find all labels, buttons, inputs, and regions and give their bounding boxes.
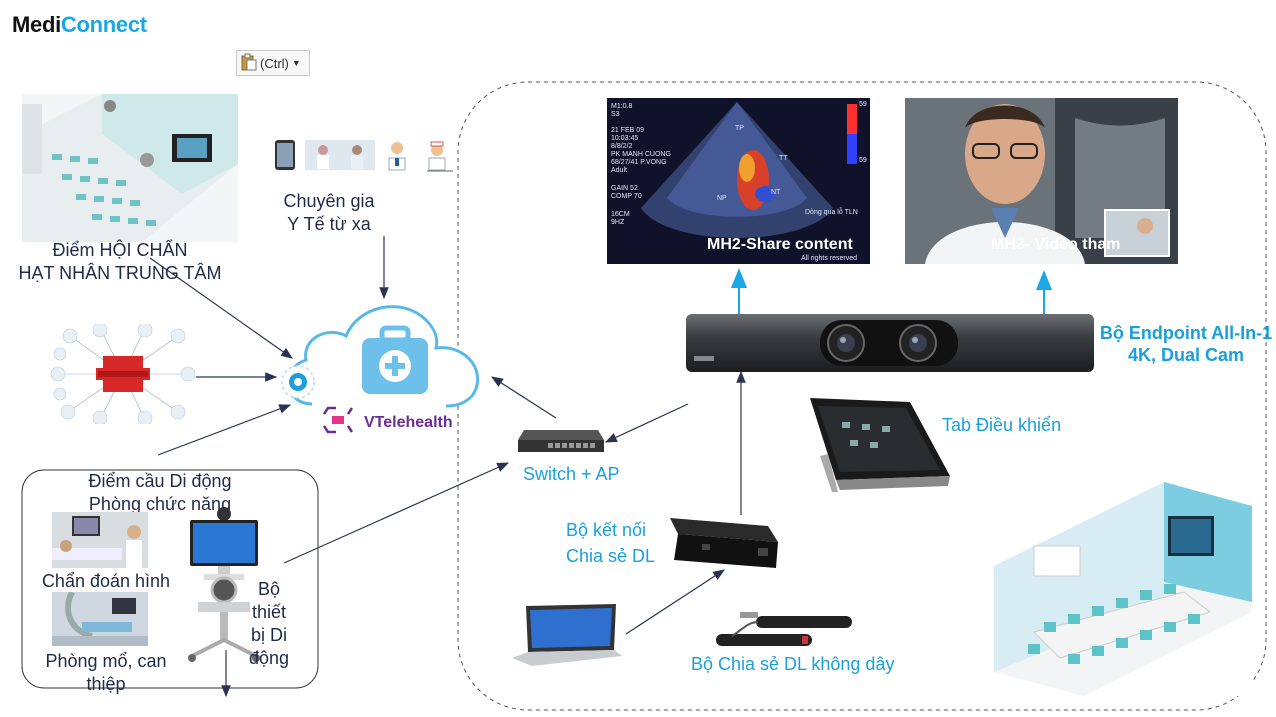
svg-text:TT: TT bbox=[779, 155, 788, 162]
connector-device bbox=[666, 512, 780, 570]
arrow-laptop-to-connector bbox=[625, 569, 726, 635]
vtelehealth-logo-icon bbox=[322, 406, 354, 434]
brand-title: MediConnect bbox=[12, 12, 147, 37]
wireless-share-label: Bộ Chia sẻ DL không dây bbox=[691, 654, 895, 674]
paste-options-button[interactable]: (Ctrl) ▼ bbox=[236, 50, 310, 76]
control-tablet-label: Tab Điều khiển bbox=[942, 415, 1062, 435]
svg-text:NP: NP bbox=[717, 195, 727, 202]
meeting-room-image bbox=[984, 482, 1252, 696]
mobile-point-box bbox=[21, 469, 319, 689]
svg-text:Dòng qua lỗ TLN: Dòng qua lỗ TLN bbox=[805, 207, 858, 216]
svg-text:68/27/41 P.VONG: 68/27/41 P.VONG bbox=[611, 159, 667, 166]
mobile-cart-device bbox=[178, 506, 260, 666]
svg-text:S3: S3 bbox=[611, 111, 620, 118]
his-system-diagram bbox=[50, 322, 196, 426]
screen-mh3: MH3- Video tham bbox=[905, 98, 1178, 264]
svg-text:8/8/2/2: 8/8/2/2 bbox=[611, 143, 633, 150]
endpoint-label: Bộ Endpoint All-In-1 4K, Dual Cam bbox=[1099, 323, 1273, 365]
svg-text:9HZ: 9HZ bbox=[611, 219, 625, 226]
vtelehealth-label: VTelehealth bbox=[364, 414, 453, 431]
wireless-share-dongles bbox=[712, 608, 858, 652]
remote-experts-label: Chuyên gia Y Tế từ xa bbox=[283, 191, 375, 234]
endpoint-device bbox=[686, 314, 1094, 372]
svg-text:Adult: Adult bbox=[611, 167, 627, 174]
mobile-device-label: Bộ thiết bị Di động bbox=[248, 579, 290, 668]
svg-text:21 FEB 09: 21 FEB 09 bbox=[611, 127, 644, 134]
screen-mh2-label: MH2-Share content bbox=[707, 236, 853, 253]
svg-text:PK MANH CUONG: PK MANH CUONG bbox=[611, 151, 671, 158]
svg-text:59: 59 bbox=[859, 157, 867, 164]
arrow-hub-to-cloud bbox=[149, 257, 293, 359]
arrow-endpoint-to-switch bbox=[604, 403, 689, 443]
vtelehealth-cloud bbox=[276, 296, 492, 440]
mobile-point-label: Điểm cầu Di động Phòng chức năng bbox=[88, 471, 232, 514]
svg-text:10:03:45: 10:03:45 bbox=[611, 135, 638, 142]
clipboard-icon bbox=[241, 53, 257, 74]
svg-text:TP: TP bbox=[735, 125, 744, 132]
svg-text:COMP 70: COMP 70 bbox=[611, 193, 642, 200]
svg-text:M1:0.8: M1:0.8 bbox=[611, 103, 633, 110]
laptop bbox=[512, 602, 624, 668]
arrow-device-to-switch bbox=[283, 462, 510, 564]
connector-label: Bộ kết nối Chia sẻ DL bbox=[566, 520, 656, 566]
screen-mh2: M1:0.8 S3 21 FEB 09 10:03:45 8/8/2/2 PK … bbox=[607, 98, 870, 264]
screen-mh3-label: MH3- Video tham bbox=[991, 236, 1121, 253]
svg-text:NT: NT bbox=[771, 189, 781, 196]
arrow-switch-to-cloud bbox=[490, 376, 557, 419]
remote-experts-icons bbox=[273, 138, 453, 172]
central-hub-label: Điểm HỘI CHẨN HẠT NHÂN TRUNG TÂM bbox=[18, 240, 222, 283]
surgery-label: Phòng mổ, can thiệp bbox=[45, 651, 167, 694]
svg-text:59: 59 bbox=[859, 101, 867, 108]
svg-text:16CM: 16CM bbox=[611, 211, 630, 218]
central-hub-room-image bbox=[22, 94, 238, 242]
arrow-mobile-to-cloud bbox=[157, 404, 292, 456]
control-tablet[interactable] bbox=[806, 396, 952, 494]
svg-text:All rights reserved: All rights reserved bbox=[801, 255, 857, 262]
switch-label: Switch + AP bbox=[523, 464, 620, 484]
svg-text:GAIN 52: GAIN 52 bbox=[611, 185, 638, 192]
switch-device bbox=[518, 426, 604, 454]
chevron-down-icon: ▼ bbox=[291, 58, 301, 68]
imaging-photo bbox=[52, 512, 148, 568]
surgery-photo bbox=[52, 592, 148, 646]
